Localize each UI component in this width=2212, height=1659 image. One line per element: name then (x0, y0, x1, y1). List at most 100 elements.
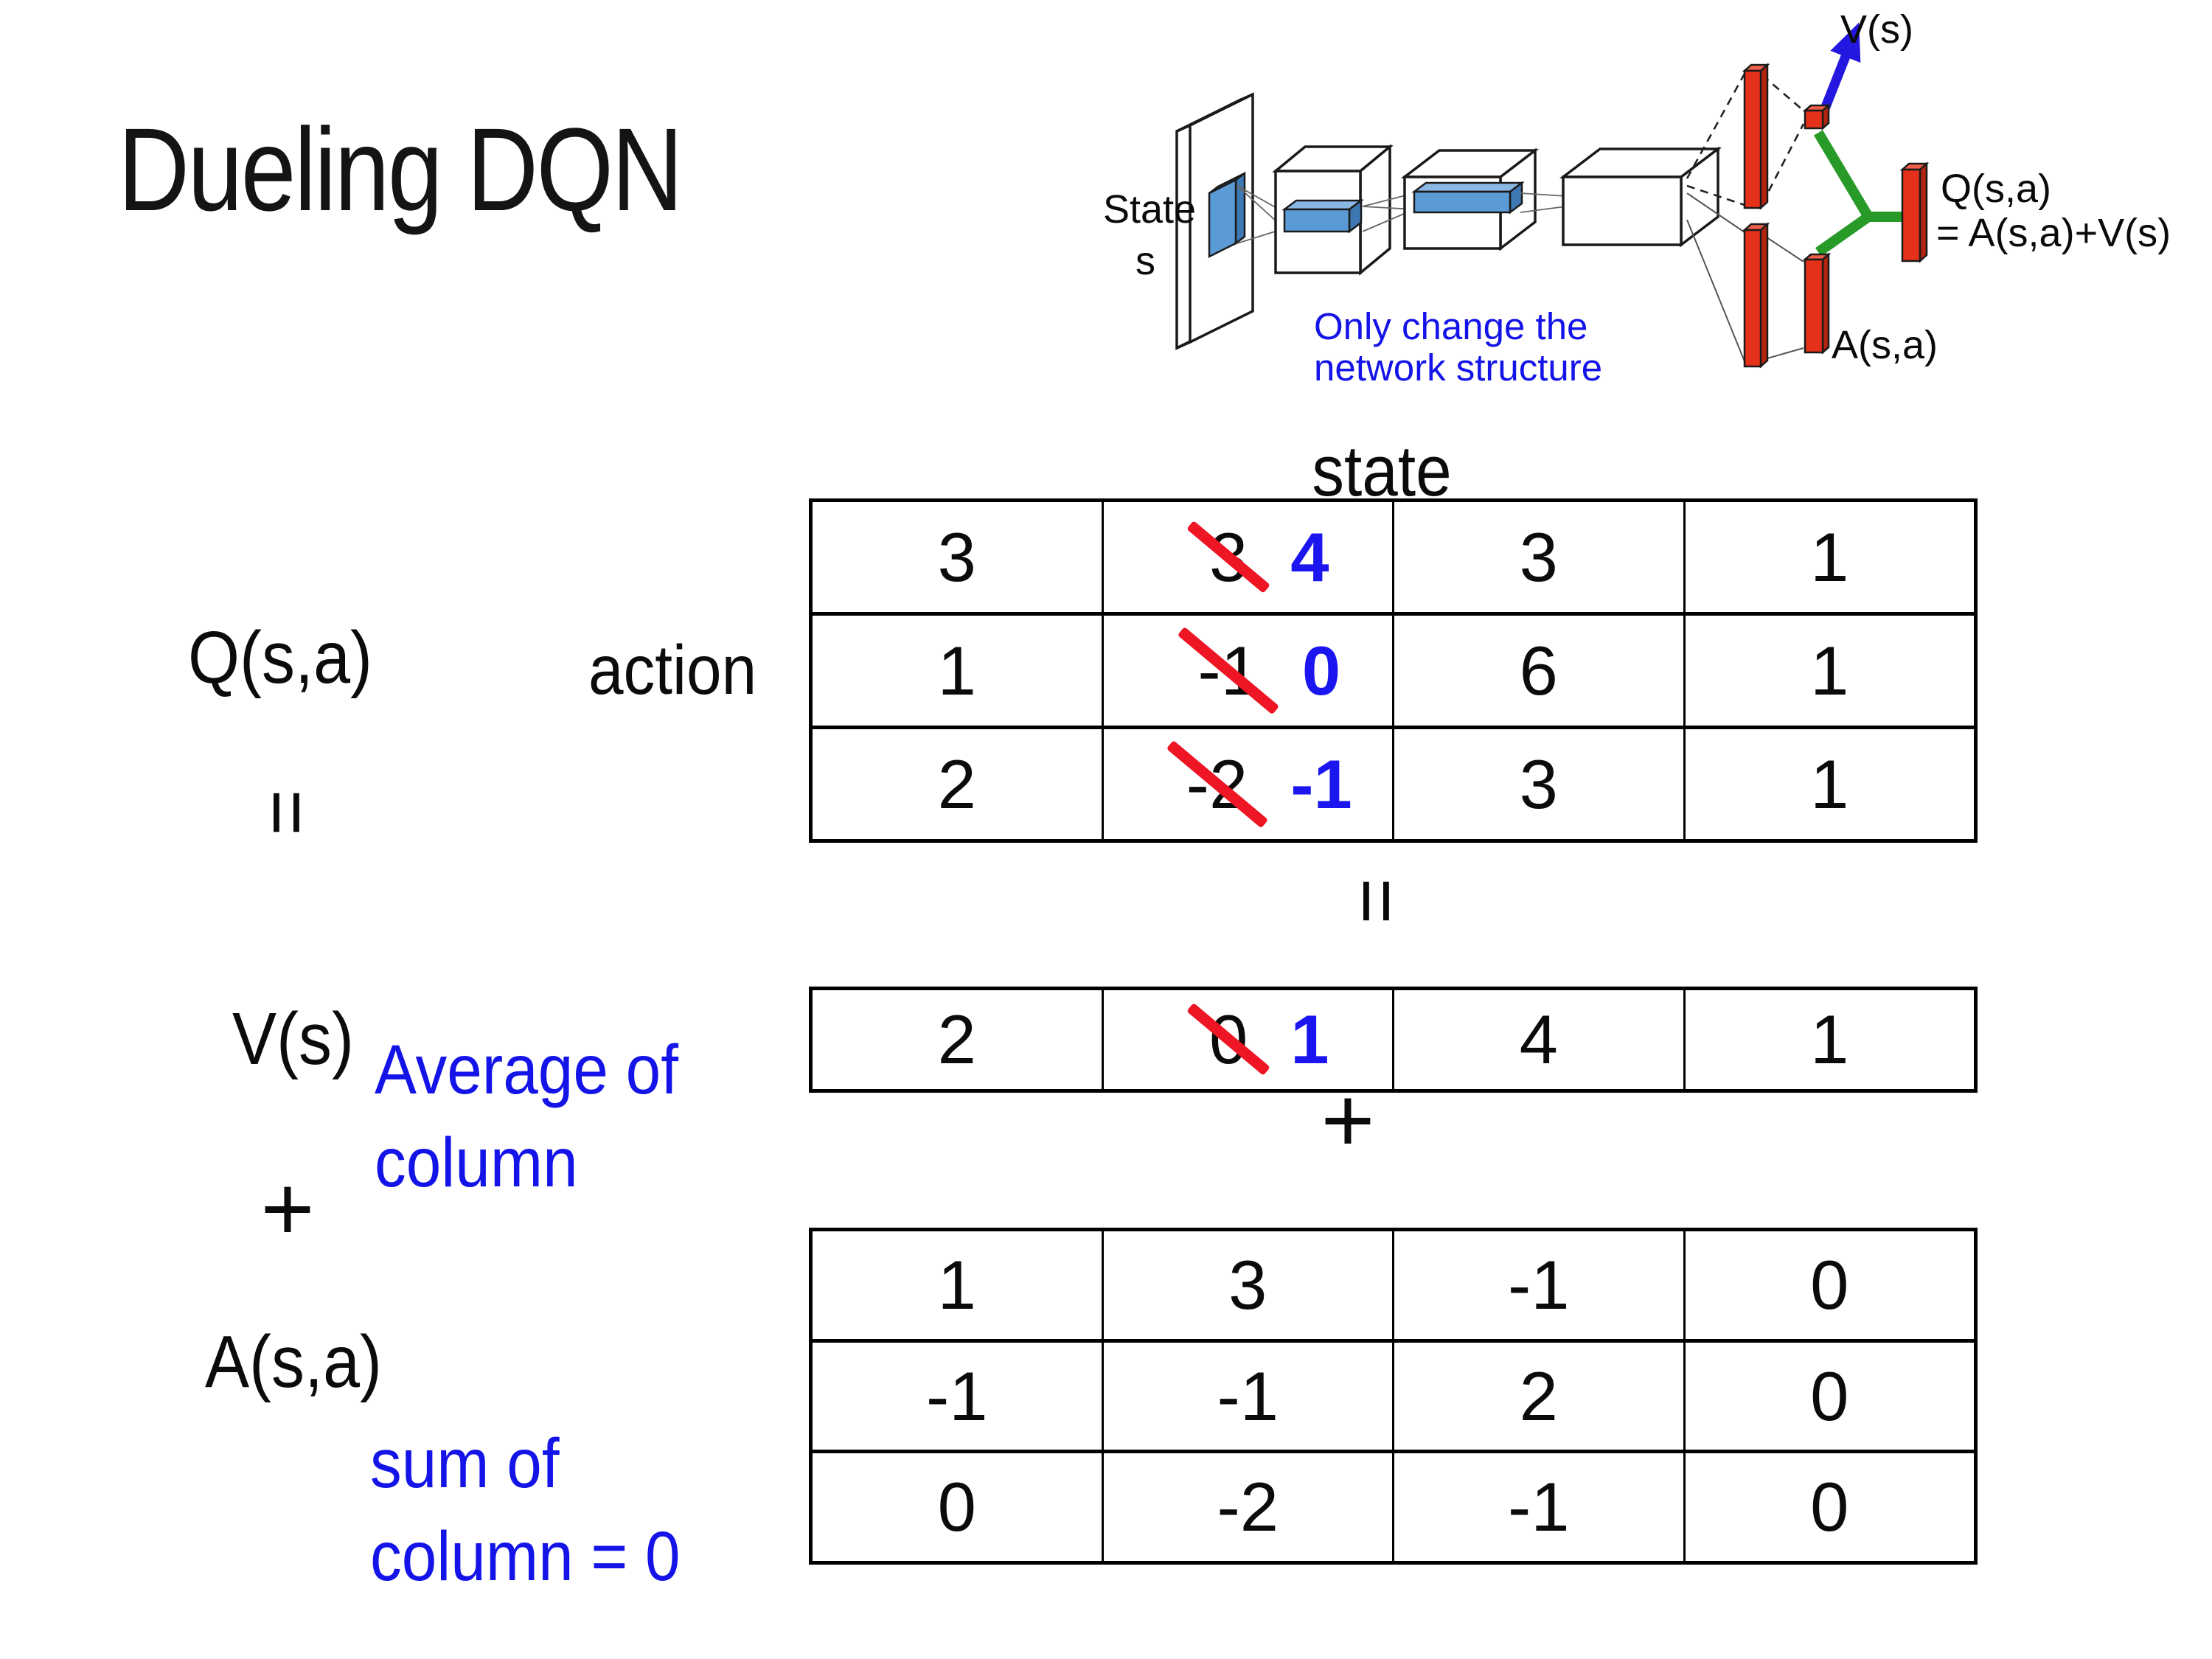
solid-connections (1686, 192, 1804, 362)
cell-value: 1 (1810, 518, 1849, 596)
input-plane-shape (1175, 92, 1254, 350)
conv-box-2 (1272, 144, 1394, 276)
cell-value: 3 (1519, 745, 1558, 823)
cell-value: 2 (1519, 1357, 1558, 1435)
advantage-bar (1802, 252, 1832, 355)
table-cell: -1 0 (1101, 616, 1393, 726)
table-cell: 1 (813, 1231, 1102, 1339)
table-cell: 1 (1683, 616, 1975, 726)
fc-bar-upper (1742, 63, 1770, 210)
struck-value: 0 (1208, 1001, 1248, 1078)
table-cell: 1 (813, 616, 1102, 726)
table-cell: -2 -1 (1101, 729, 1393, 839)
q-matrix-label: Q(s,a) (188, 616, 373, 699)
cell-value: 2 (937, 1001, 976, 1078)
cell-value: 1 (1810, 631, 1849, 709)
average-note-line1: Average of (375, 1031, 678, 1109)
table-cell: 3 (1392, 502, 1683, 612)
projection-lines-3 (1520, 192, 1567, 213)
table-row: 1 -1 0 6 1 (813, 612, 1974, 726)
struck-value: -1 (1197, 631, 1259, 709)
diagram-state-label-line1: State (1103, 187, 1196, 232)
sum-note-line2: column = 0 (370, 1517, 681, 1596)
table-cell: 1 (1683, 502, 1975, 612)
advantage-table: 1 3 -1 0 -1 -1 2 0 0 -2 -1 0 (809, 1228, 1978, 1565)
fc-bar-lower (1742, 222, 1770, 369)
v-matrix-label: V(s) (232, 998, 354, 1080)
cell-value: 1 (1810, 1001, 1849, 1078)
cell-value: 6 (1519, 631, 1558, 709)
new-value: 0 (1301, 631, 1341, 709)
diagram-a-output-label: A(s,a) (1832, 323, 1938, 367)
cell-value: 0 (1810, 1357, 1849, 1435)
cell-value: 0 (1810, 1468, 1849, 1546)
diagram-q-output-label-line2: = A(s,a)+V(s) (1936, 211, 2171, 255)
q-output-bar (1899, 161, 1930, 263)
new-value: 4 (1290, 518, 1329, 596)
table-cell: -2 (1101, 1453, 1393, 1562)
table-cell: 2 (813, 729, 1102, 839)
new-value: 1 (1290, 1001, 1329, 1078)
table-cell: 0 (1683, 1453, 1975, 1562)
cell-value: -1 (925, 1357, 988, 1435)
table-row: 0 -2 -1 0 (813, 1450, 1975, 1562)
corrected-value-pair: -2 -1 (1144, 745, 1352, 824)
table-cell: 3 (813, 502, 1102, 612)
cell-value: 3 (937, 518, 976, 596)
new-value: -1 (1290, 745, 1352, 823)
table-cell: -1 (813, 1343, 1102, 1450)
cell-value: 4 (1519, 1001, 1558, 1078)
conv-box-4 (1559, 146, 1722, 248)
cell-value: -1 (1217, 1357, 1279, 1435)
table-cell: 0 (1683, 1231, 1975, 1339)
corrected-value-pair: -1 0 (1155, 631, 1340, 711)
conv-box-3 (1400, 147, 1540, 251)
table-cell: 3 (1101, 1231, 1393, 1339)
cell-value: -1 (1507, 1468, 1570, 1546)
cell-value: 1 (1810, 745, 1849, 823)
cell-value: -2 (1217, 1468, 1279, 1546)
cell-value: 3 (1519, 518, 1558, 596)
table-cell: 3 (1392, 729, 1683, 839)
sum-note-line1: sum of (370, 1425, 560, 1503)
average-note-line2: column (375, 1124, 578, 1203)
dashed-connections (1686, 73, 1805, 206)
table-cell: -1 (1392, 1453, 1683, 1562)
cell-value: 1 (937, 1245, 976, 1324)
a-matrix-label: A(s,a) (205, 1321, 383, 1403)
network-diagram: State s V(s) Q(s,a) = A(s,a)+V(s) A(s,a)… (1103, 7, 2171, 389)
table-cell: -1 (1101, 1342, 1393, 1450)
value-node (1802, 103, 1832, 131)
diagram-note-line2: network structure (1314, 347, 1602, 389)
page-title: Dueling DQN (118, 103, 684, 235)
equals-sign-center: = (1333, 877, 1422, 925)
state-axis-label: state (1312, 431, 1452, 511)
table-row: 1 3 -1 0 (813, 1231, 1974, 1339)
cell-value: 0 (1810, 1245, 1849, 1324)
cell-value: -1 (1507, 1245, 1570, 1324)
equals-sign-left: = (243, 789, 333, 836)
table-cell: 2 (813, 990, 1102, 1089)
cell-value: 0 (937, 1468, 976, 1546)
cell-value: 2 (937, 745, 976, 823)
plus-sign-left: + (260, 1158, 315, 1260)
average-note: Average of column (375, 1023, 678, 1210)
diagram-v-output-label: V(s) (1840, 7, 1913, 52)
diagram-note-line1: Only change the (1314, 305, 1587, 347)
sum-note: sum of column = 0 (370, 1417, 681, 1604)
table-cell: -1 (1392, 1231, 1683, 1339)
table-cell: 0 (1683, 1342, 1975, 1450)
table-cell: 1 (1683, 990, 1975, 1089)
table-cell: 2 (1392, 1342, 1683, 1450)
aggregate-link (1813, 130, 1902, 257)
struck-value: -2 (1186, 745, 1248, 823)
diagram-q-output-label-line1: Q(s,a) (1941, 167, 2051, 211)
